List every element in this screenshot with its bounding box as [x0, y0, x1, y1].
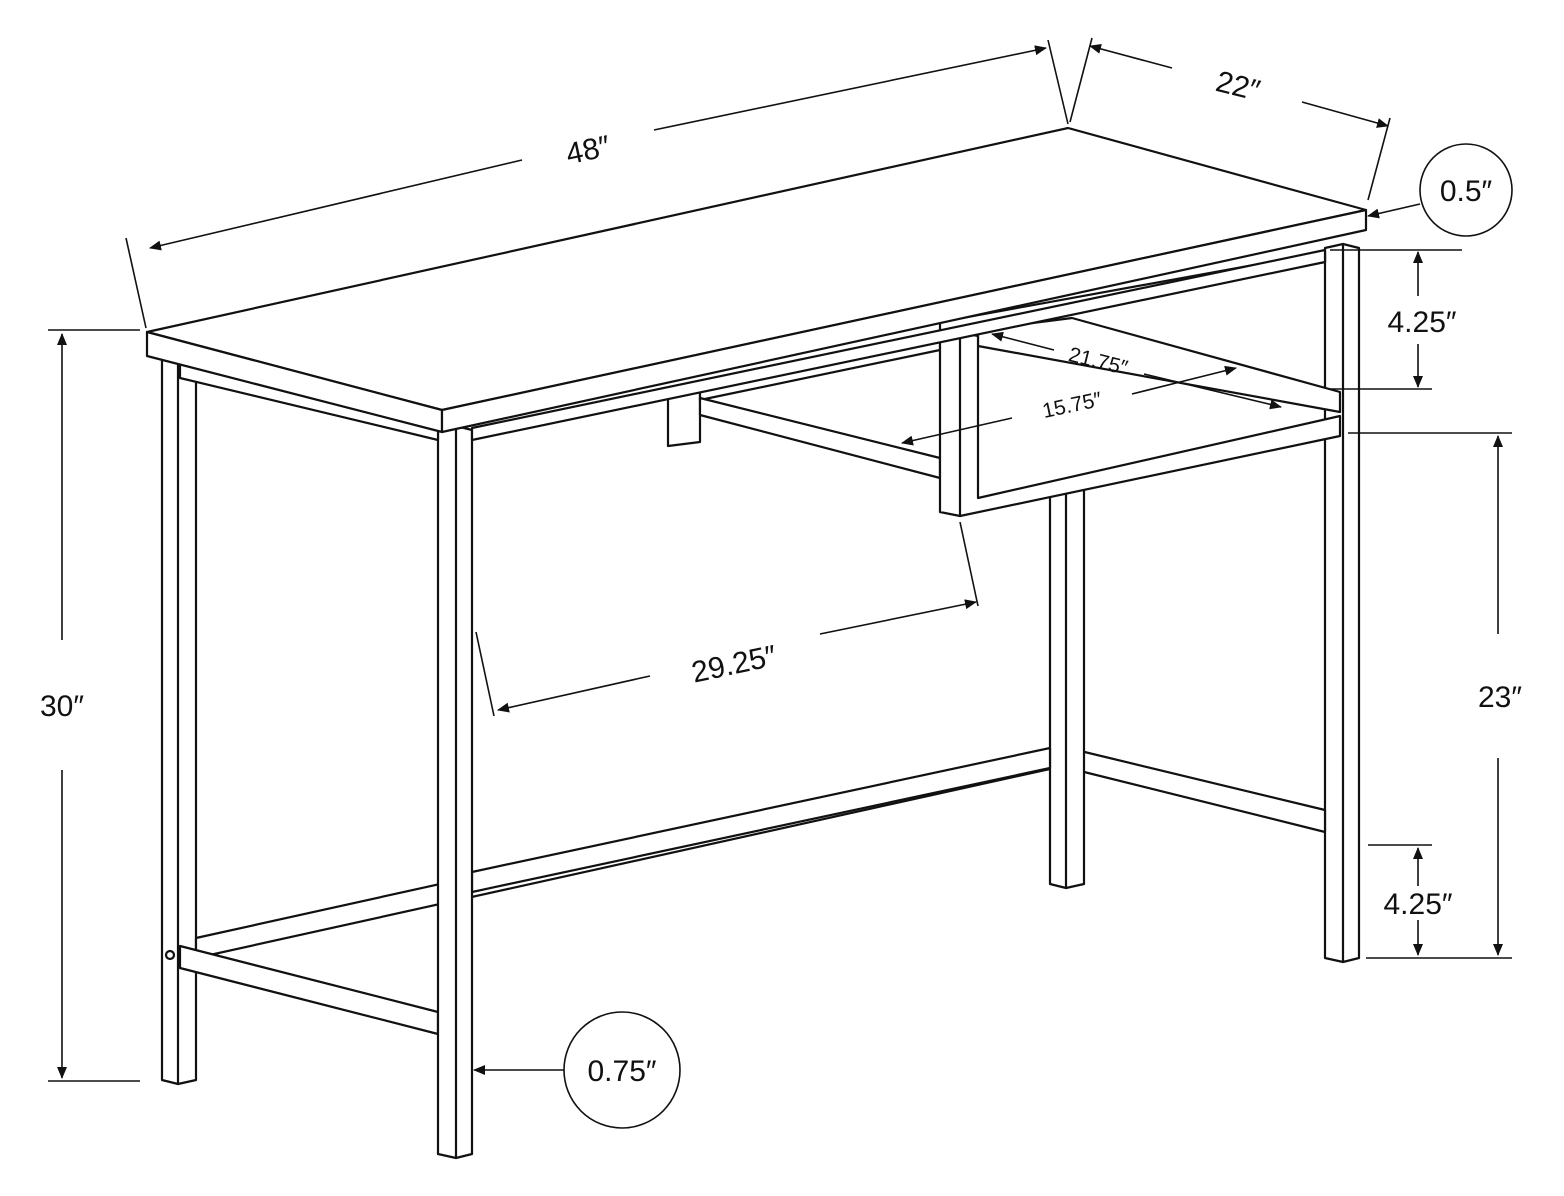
total-height-dimension: 30″ — [40, 329, 140, 1082]
knee-clearance-label: 29.25″ — [689, 639, 780, 689]
apron-height-dimension: 4.25″ — [1330, 249, 1462, 390]
back-right-leg — [1323, 242, 1361, 964]
total-height-label: 30″ — [40, 690, 84, 723]
left-side-stretcher — [178, 944, 440, 1036]
desk-drawing — [145, 126, 1368, 1160]
shelf-inner-depth-label: 15.75″ — [1040, 388, 1104, 423]
front-apron — [470, 248, 1327, 442]
front-right-leg — [1048, 484, 1086, 890]
top-thickness-label: 0.5″ — [1440, 175, 1493, 208]
clearance-height-dimension: 23″ — [1348, 432, 1522, 959]
leg-size-label: 0.75″ — [587, 1055, 656, 1088]
apron-height-label: 4.25″ — [1387, 306, 1456, 339]
top-thickness-dimension: 0.5″ — [1367, 143, 1513, 237]
depth-label: 22″ — [1213, 65, 1264, 108]
clearance-height-label: 23″ — [1478, 681, 1522, 714]
front-stretcher — [470, 746, 1052, 894]
stretcher-height-dimension: 4.25″ — [1368, 844, 1453, 956]
back-left-leg — [160, 356, 198, 1086]
top-thickness-callout — [1419, 143, 1513, 237]
shelf-frame — [666, 316, 1342, 518]
table-top — [145, 126, 1368, 434]
width-label: 48″ — [563, 130, 613, 172]
knee-clearance-dimension: 29.25″ — [475, 521, 979, 717]
stretcher-height-label: 4.25″ — [1383, 888, 1452, 921]
leg-size-callout — [563, 1011, 681, 1129]
leg-size-dimension: 0.75″ — [473, 1011, 681, 1129]
right-side-stretcher — [1066, 746, 1327, 834]
front-left-leg — [436, 424, 474, 1160]
